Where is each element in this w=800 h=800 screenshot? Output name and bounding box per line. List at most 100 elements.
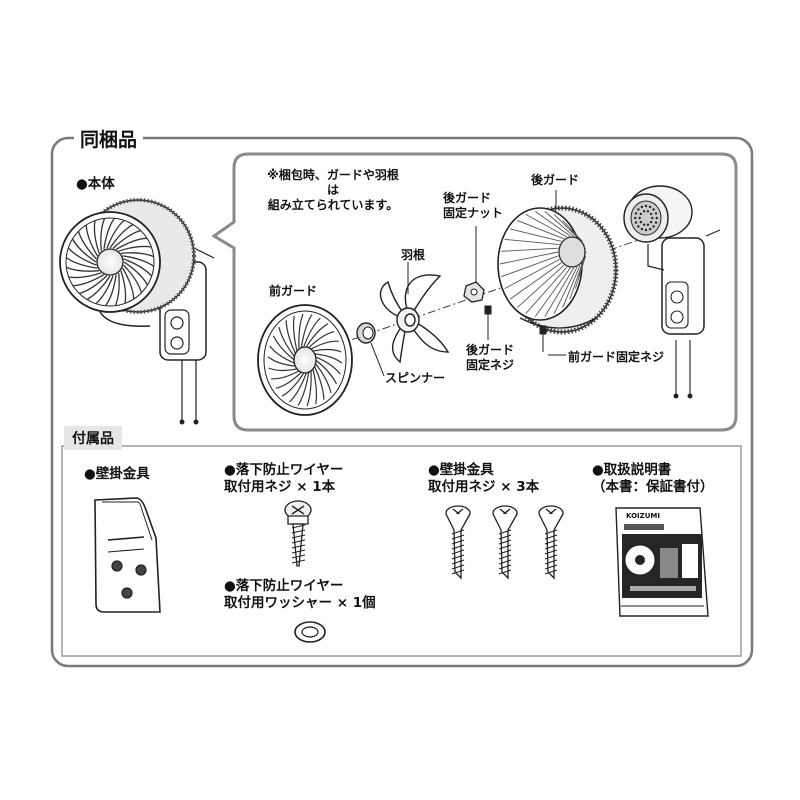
screw-thread xyxy=(291,559,306,564)
vent-dot xyxy=(639,220,643,224)
accessories-title: 付属品 xyxy=(64,426,122,450)
rear-guard-rib xyxy=(553,214,578,238)
rear-guard-rib xyxy=(574,259,585,289)
rear-guard-label: 後ガード xyxy=(531,173,580,187)
main-unit-illustration xyxy=(59,198,215,425)
guard-spoke xyxy=(106,219,125,249)
manual-label: ●取扱説明書 （本書：保証書付） xyxy=(592,462,714,495)
packaging-note: ※梱包時、ガードや羽根は 組み立てられています。 xyxy=(267,168,399,212)
screw-thread xyxy=(291,529,306,534)
guard-spoke xyxy=(123,258,153,277)
vent-dot xyxy=(634,212,638,215)
manual-illustration xyxy=(615,507,709,617)
vent-dot xyxy=(640,205,644,209)
guard-spoke xyxy=(86,275,111,301)
vent-dot xyxy=(654,212,658,215)
front-guard-screw-illustration xyxy=(539,325,566,356)
exploded-view-bubble xyxy=(211,152,738,432)
guard-spoke xyxy=(297,372,310,406)
front-guard-label: 前ガード xyxy=(269,284,318,298)
guard-spoke xyxy=(300,314,313,348)
vent-dot xyxy=(651,216,654,220)
rear-guard-rib xyxy=(517,219,565,240)
rear-guard-nut-illustration xyxy=(463,226,485,303)
rear-guard-rib xyxy=(544,211,574,237)
guard-spoke xyxy=(313,365,325,400)
rear-guard-screw-illustration xyxy=(484,305,492,340)
rear-guard-rib xyxy=(504,238,560,246)
wall-bracket-illustration xyxy=(94,497,161,613)
guard-spoke xyxy=(115,237,148,250)
guard-spoke xyxy=(315,356,341,375)
guard-spoke xyxy=(314,353,343,364)
vent-dot xyxy=(644,228,648,232)
vent-dot xyxy=(644,204,648,208)
vent-dot xyxy=(642,223,646,226)
accessories-frame xyxy=(61,445,742,657)
manual-brand: KOIZUMI xyxy=(626,512,660,520)
guard-spoke xyxy=(66,266,100,272)
guard-spoke xyxy=(109,223,134,249)
vent-dot xyxy=(648,205,652,209)
screw-thread xyxy=(291,539,306,544)
bracket-screws-illustration xyxy=(445,505,564,580)
guard-spoke xyxy=(105,274,117,307)
vent-dot xyxy=(649,220,653,224)
blade-label: 羽根 xyxy=(401,248,426,262)
motor-unit-illustration xyxy=(623,185,721,399)
spinner-illustration xyxy=(356,322,385,377)
guard-spoke xyxy=(77,231,97,260)
guard-spoke xyxy=(310,340,339,350)
screw-thread xyxy=(291,554,306,559)
screw-thread xyxy=(291,544,306,549)
guard-spoke xyxy=(298,313,304,350)
vent-dot xyxy=(642,210,646,213)
vent-dot xyxy=(655,216,658,220)
vent-dot xyxy=(646,223,650,226)
rear-guard-rib xyxy=(569,262,583,300)
rear-guard-rib xyxy=(569,228,583,242)
guard-spoke xyxy=(120,270,127,304)
guard-spoke xyxy=(278,326,296,358)
washer-illustration xyxy=(294,621,326,643)
section-title: 同梱品 xyxy=(74,125,144,152)
guard-spoke xyxy=(306,370,312,407)
guard-spoke xyxy=(272,335,295,361)
guard-spoke xyxy=(269,345,295,364)
rear-guard-rib xyxy=(501,247,559,252)
vent-dot xyxy=(646,210,650,213)
screw-thread xyxy=(291,524,306,529)
guard-spoke xyxy=(120,252,154,258)
vent-dot xyxy=(634,216,637,220)
screw-thread xyxy=(291,549,306,554)
bracket-screw xyxy=(492,505,518,580)
wire-screw-label: ●落下防止ワイヤー 取付用ネジ × 1本 xyxy=(224,462,344,495)
vent-dot xyxy=(634,221,638,224)
guard-spoke xyxy=(114,272,120,306)
guard-spoke xyxy=(67,247,97,266)
guard-spoke xyxy=(268,367,298,372)
rear-guard-rib xyxy=(544,267,575,317)
rear-guard-rib xyxy=(504,259,560,289)
rear-guard-rib xyxy=(509,228,562,242)
guard-spoke xyxy=(122,267,135,300)
guard-spoke xyxy=(308,331,335,349)
guard-spoke xyxy=(112,229,141,249)
vent-dot xyxy=(637,225,640,228)
bracket-screw xyxy=(538,505,564,580)
rear-guard-rib xyxy=(509,262,562,300)
guard-spoke xyxy=(289,372,307,403)
bracket-screws-label: ●壁掛金具 取付用ネジ × 3本 xyxy=(428,462,540,495)
rear-guard-rib xyxy=(516,264,565,308)
vent-dot xyxy=(649,212,653,216)
rear-guard-illustration xyxy=(497,190,619,335)
vent-dot xyxy=(638,216,641,220)
guard-spoke xyxy=(122,255,155,267)
guard-spoke xyxy=(314,362,332,394)
guard-spoke xyxy=(65,257,98,269)
front-guard-screw-label: 前ガード固定ネジ xyxy=(568,350,665,364)
bracket-screw xyxy=(445,505,471,580)
guard-spoke xyxy=(95,275,114,305)
guard-spoke xyxy=(103,217,115,250)
vent-dot xyxy=(654,221,658,224)
